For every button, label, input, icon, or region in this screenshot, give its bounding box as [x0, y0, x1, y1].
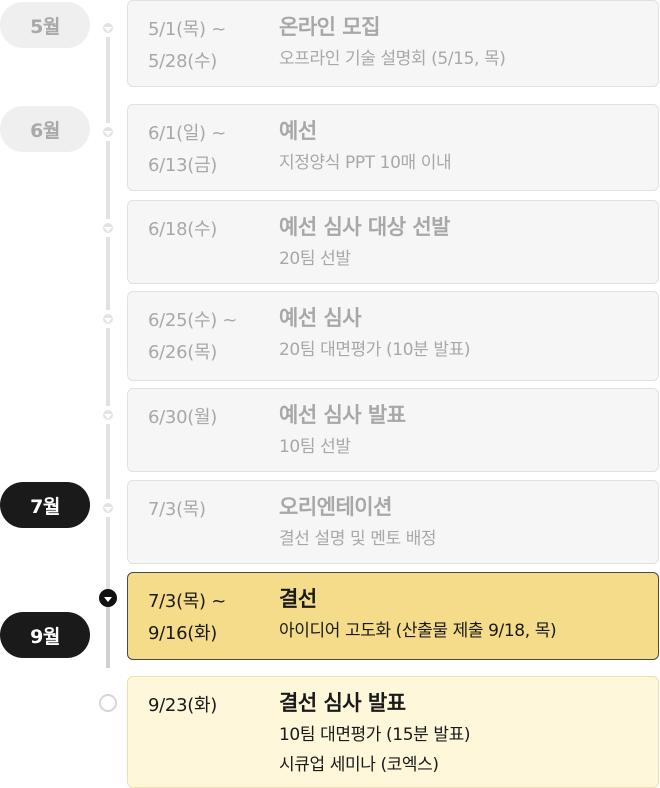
- event-description: 오프라인 기술 설명회 (5/15, 목): [279, 49, 506, 69]
- event-date: 6/30(월): [148, 407, 217, 428]
- event-description: 10팀 선발: [279, 437, 351, 457]
- event-title: 오리엔테이션: [279, 495, 392, 519]
- event-title: 예선: [279, 119, 317, 143]
- month-label-may: 5월: [0, 2, 90, 48]
- timeline-dot-icon: [99, 219, 117, 237]
- event-title: 결선 심사 발표: [279, 691, 406, 715]
- month-label-september: 9월: [0, 612, 90, 658]
- event-description: 20팀 대면평가 (10분 발표): [279, 340, 471, 360]
- event-description: 10팀 대면평가 (15분 발표) 시큐업 세미나 (코엑스): [279, 725, 471, 775]
- event-card-preliminary-announcement: 6/30(월) 예선 심사 발표 10팀 선발: [127, 388, 659, 472]
- event-title: 예선 심사 발표: [279, 403, 406, 427]
- timeline-rail-active-segment: [106, 598, 110, 668]
- event-date: 7/3(목) ~ 9/16(화): [148, 591, 226, 644]
- event-card-preliminary-review: 6/25(수) ~ 6/26(목) 예선 심사 20팀 대면평가 (10분 발표…: [127, 291, 659, 381]
- event-title: 온라인 모집: [279, 15, 380, 39]
- timeline-dot-icon: [99, 310, 117, 328]
- event-date: 5/1(목) ~ 5/28(수): [148, 19, 226, 72]
- timeline-dot-icon: [99, 123, 117, 141]
- month-label-july: 7월: [0, 482, 90, 528]
- event-description: 지정양식 PPT 10매 이내: [279, 153, 452, 173]
- event-date: 6/1(일) ~ 6/13(금): [148, 123, 226, 176]
- event-date: 7/3(목): [148, 499, 206, 520]
- event-description: 결선 설명 및 멘토 배정: [279, 529, 437, 549]
- timeline-rail: [106, 26, 110, 666]
- timeline-dot-icon: [99, 406, 117, 424]
- event-description: 아이디어 고도화 (산출물 제출 9/18, 목): [279, 621, 557, 641]
- month-label-june: 6월: [0, 106, 90, 152]
- timeline-dot-icon: [99, 499, 117, 517]
- event-card-preliminary-selection: 6/18(수) 예선 심사 대상 선발 20팀 선발: [127, 200, 659, 284]
- timeline-dot-icon: [99, 19, 117, 37]
- timeline-dot-upcoming-icon: [99, 694, 117, 712]
- event-card-preliminary: 6/1(일) ~ 6/13(금) 예선 지정양식 PPT 10매 이내: [127, 104, 659, 191]
- event-card-online-recruitment: 5/1(목) ~ 5/28(수) 온라인 모집 오프라인 기술 설명회 (5/1…: [127, 0, 659, 87]
- event-date: 9/23(화): [148, 695, 217, 716]
- event-date: 6/18(수): [148, 219, 217, 240]
- event-title: 예선 심사: [279, 306, 362, 330]
- event-description: 20팀 선발: [279, 249, 351, 269]
- event-card-final-current: 7/3(목) ~ 9/16(화) 결선 아이디어 고도화 (산출물 제출 9/1…: [127, 572, 659, 660]
- event-title: 예선 심사 대상 선발: [279, 215, 451, 239]
- event-card-final-announcement-upcoming: 9/23(화) 결선 심사 발표 10팀 대면평가 (15분 발표) 시큐업 세…: [127, 676, 659, 788]
- event-date: 6/25(수) ~ 6/26(목): [148, 310, 238, 363]
- timeline-dot-current-icon: [99, 589, 117, 607]
- event-title: 결선: [279, 587, 317, 611]
- event-card-orientation: 7/3(목) 오리엔테이션 결선 설명 및 멘토 배정: [127, 480, 659, 564]
